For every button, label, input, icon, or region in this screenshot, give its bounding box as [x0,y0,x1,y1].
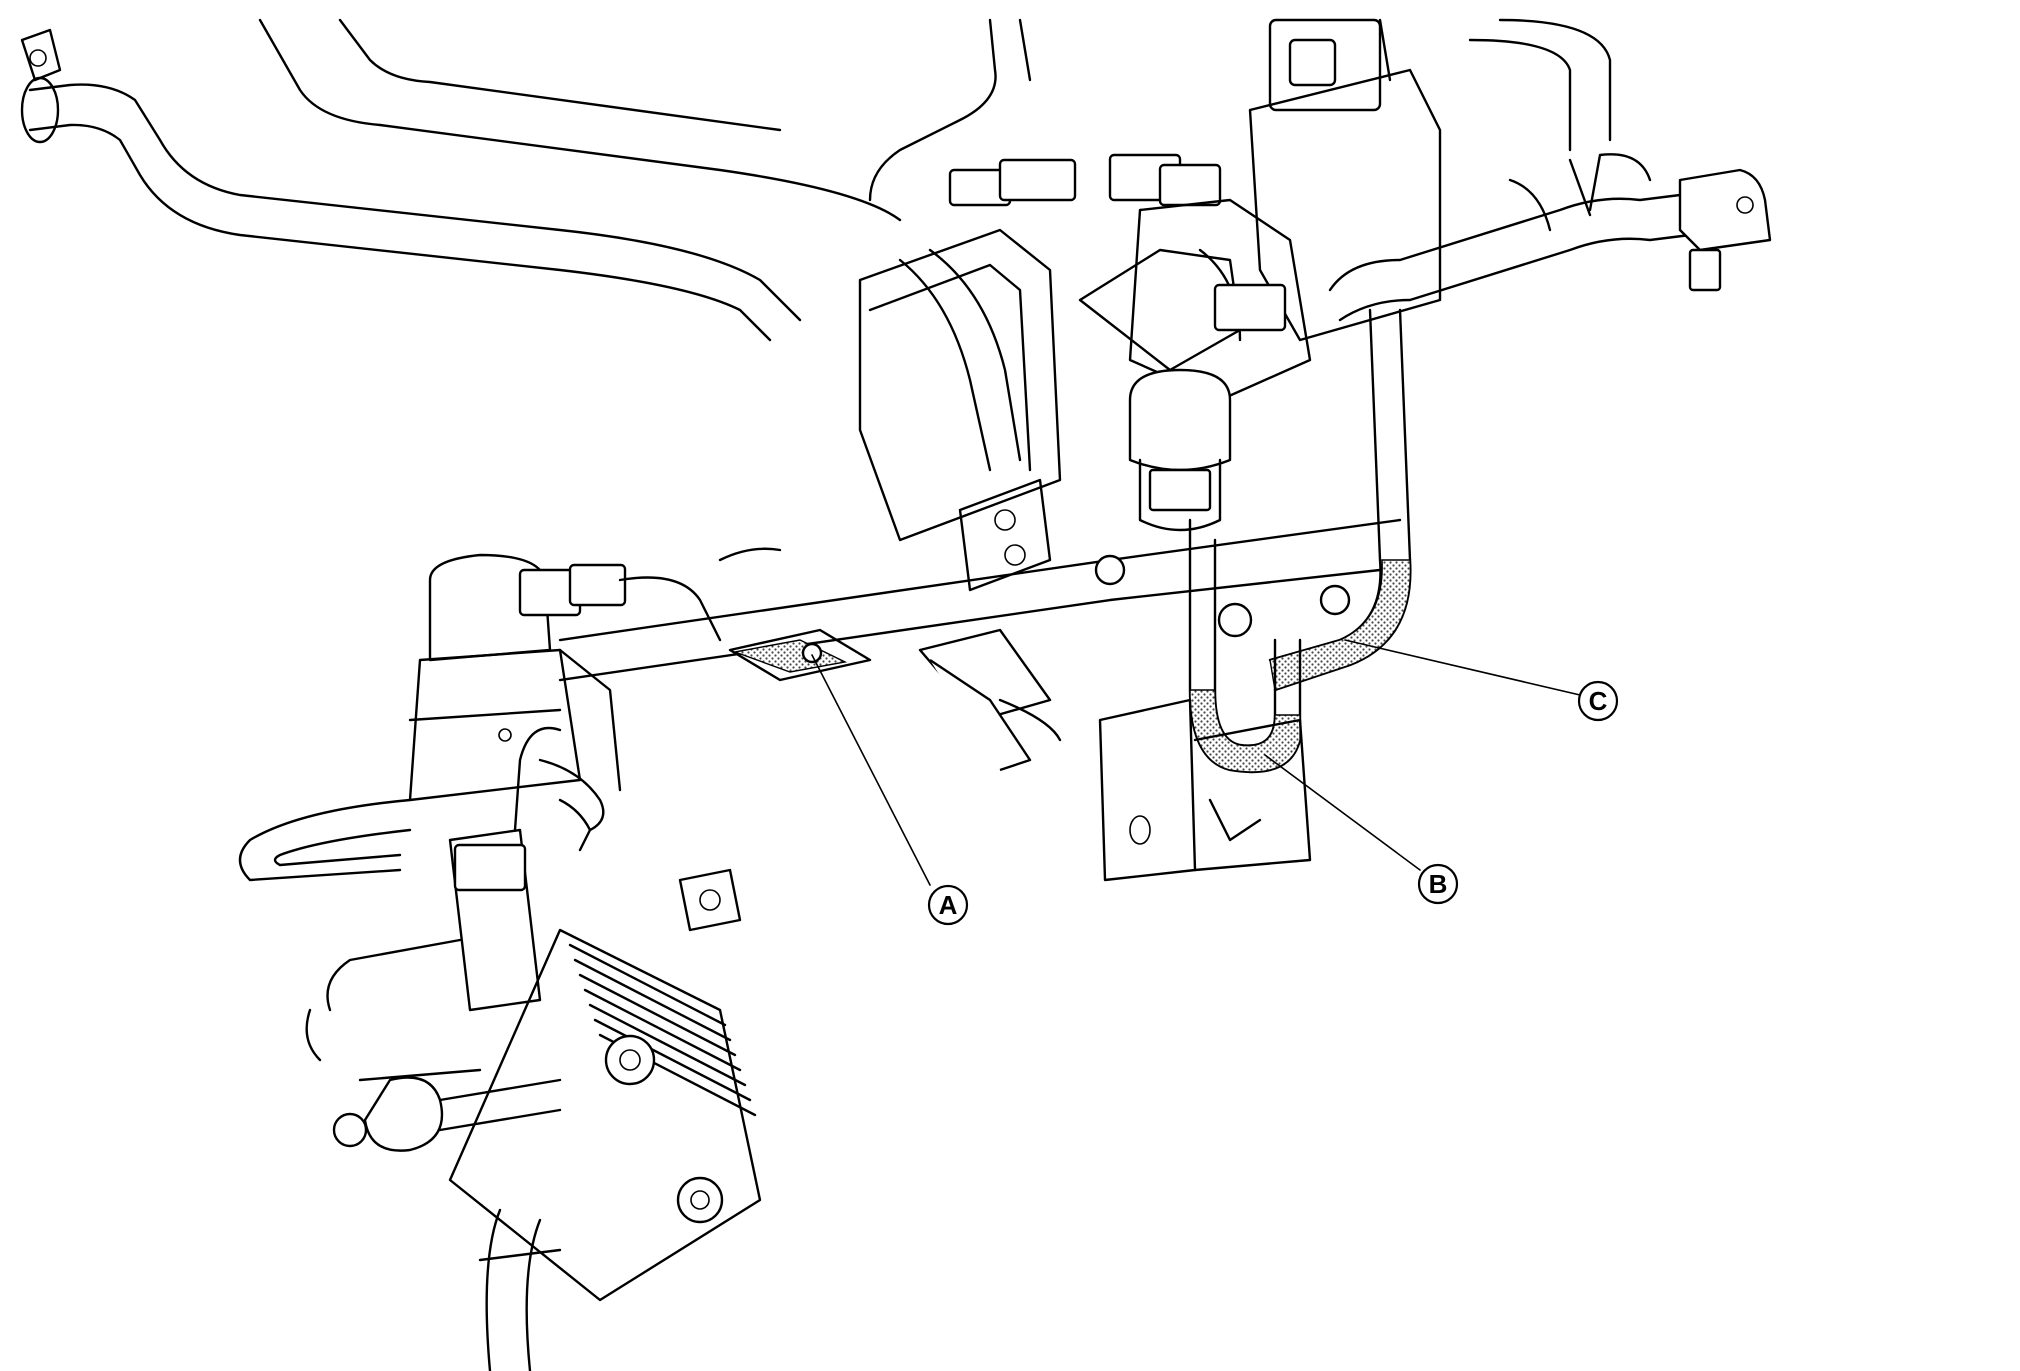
central-bracket [858,158,1242,592]
left-hose-loop [238,726,605,882]
callout-a: A [927,884,969,926]
callout-a-label: A [939,890,958,920]
heat-exchanger [448,828,762,1302]
lower-left-fittings [305,938,562,1371]
leader-lines [811,639,1581,886]
callout-a-circle [927,884,969,926]
callout-b-circle [1417,863,1459,905]
vertical-pipe-c [1268,308,1412,692]
callout-b: B [1417,863,1459,905]
callout-c: C [1577,680,1619,722]
callout-c-circle [1577,680,1619,722]
left-motor [408,547,782,802]
upper-left-tube [20,28,802,342]
u-bend-b [1098,518,1312,882]
upper-frame [258,18,1032,222]
callout-b-label: B [1429,869,1448,899]
right-tube-fitting [1328,153,1772,322]
upper-right-assembly [1108,18,1612,532]
callout-c-label: C [1589,686,1608,716]
